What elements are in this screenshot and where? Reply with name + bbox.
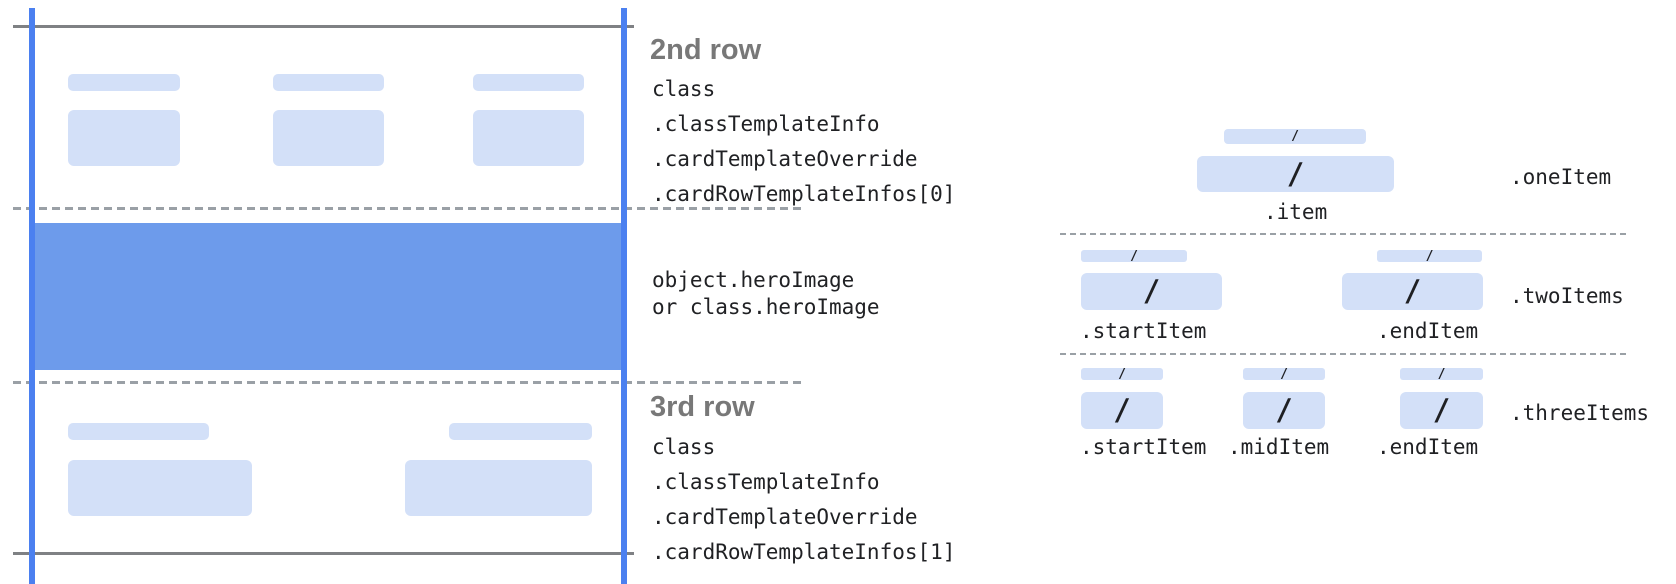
code-path-line: object.heroImage [652,268,855,292]
row2-hero-dashed-divider [13,207,804,210]
row3-code-path: class .classTemplateInfo .cardTemplateOv… [652,430,955,570]
three-items-mid-label: .midItem [1228,435,1330,459]
slash-placeholder: / [1118,366,1126,382]
legend-divider-2 [1060,353,1628,355]
row3-heading: 3rd row [650,391,755,423]
row2-col2-label-placeholder [273,74,384,91]
three-items-start-value-placeholder: / [1081,392,1163,429]
card-left-guide-line [29,8,35,584]
hero-row3-dashed-divider [13,381,804,384]
slash-placeholder: / [1432,393,1451,427]
two-items-start-label: .startItem [1080,319,1207,343]
two-items-start-value-placeholder: / [1081,273,1222,310]
three-items-end-label-placeholder: / [1400,366,1483,382]
row2-col1-label-placeholder [68,74,180,91]
row2-col1-value-placeholder [68,110,180,166]
code-path-line: class [652,435,716,459]
slash-placeholder: / [1425,248,1434,264]
hero-image-band [30,223,625,370]
two-items-start-label-placeholder: / [1081,248,1187,264]
slash-placeholder: / [1275,393,1293,427]
two-items-group-label: .twoItems [1510,284,1624,308]
code-path-line: class [652,77,716,101]
code-path-line: .classTemplateInfo [652,112,880,136]
legend-divider-1 [1060,233,1628,235]
code-path-line: .classTemplateInfo [652,470,880,494]
code-path-line: .cardTemplateOverride [652,147,918,171]
three-items-mid-label-placeholder: / [1243,366,1325,382]
slash-placeholder: / [1286,156,1305,191]
three-items-start-label: .startItem [1080,435,1207,459]
three-items-end-value-placeholder: / [1400,392,1483,429]
two-items-end-value-placeholder: / [1342,273,1483,310]
row2-heading: 2nd row [650,34,762,66]
three-items-start-label-placeholder: / [1081,366,1163,382]
row2-code-path: class .classTemplateInfo .cardTemplateOv… [652,72,955,212]
slash-placeholder: / [1403,274,1422,308]
code-path-line: .cardRowTemplateInfos[1] [652,540,956,564]
card-right-guide-line [621,8,627,584]
card-top-boundary-line [13,25,634,28]
code-path-line: .cardTemplateOverride [652,505,918,529]
slash-placeholder: / [1113,393,1131,427]
two-items-end-label-placeholder: / [1377,248,1482,264]
two-items-end-label: .endItem [1377,319,1479,343]
three-items-end-label: .endItem [1377,435,1479,459]
one-item-group-label: .oneItem [1510,165,1612,189]
three-items-mid-value-placeholder: / [1243,392,1325,429]
slash-placeholder: / [1437,366,1446,382]
row2-col3-label-placeholder [473,74,584,91]
code-path-line: .cardRowTemplateInfos[0] [652,182,956,206]
three-items-group-label: .threeItems [1510,401,1650,425]
row3-start-label-placeholder [68,423,209,440]
row2-col2-value-placeholder [273,110,384,166]
slash-placeholder: / [1280,366,1288,382]
hero-code-path: object.heroImage or class.heroImage [652,267,880,321]
card-bottom-boundary-line [13,552,634,555]
one-item-item-label: .item [1264,200,1328,224]
slash-placeholder: / [1130,248,1138,264]
code-path-line: or class.heroImage [652,295,880,319]
row3-start-value-placeholder [68,460,252,516]
one-item-label-placeholder: / [1224,129,1366,144]
row3-end-label-placeholder [449,423,592,440]
slash-placeholder: / [1291,129,1299,144]
row2-col3-value-placeholder [473,110,584,166]
row3-end-value-placeholder [405,460,592,516]
slash-placeholder: / [1142,274,1161,308]
one-item-value-placeholder: / [1197,156,1394,192]
